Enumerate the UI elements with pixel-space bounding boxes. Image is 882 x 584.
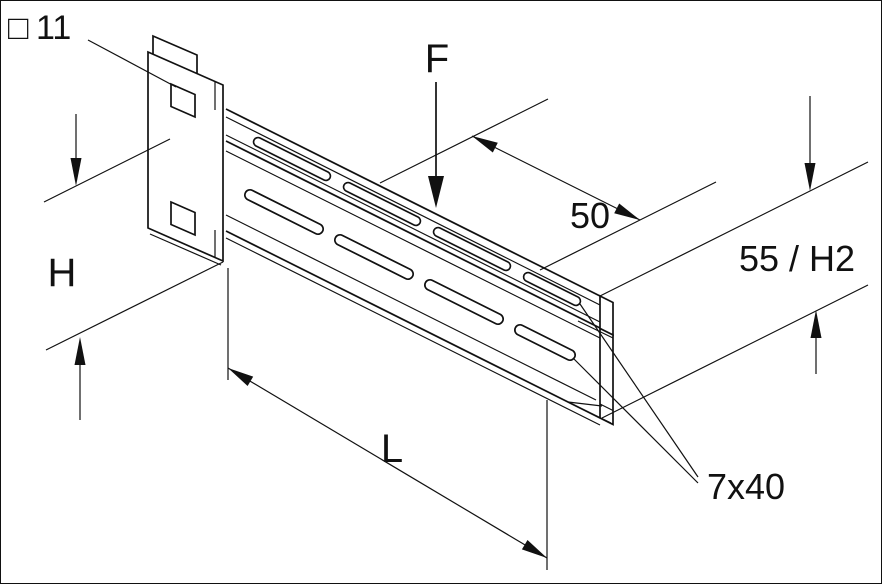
wall-plate bbox=[147, 34, 224, 266]
dim-50-arrowhead-left-icon bbox=[472, 136, 498, 153]
dim-h-extension-line-top bbox=[43, 138, 171, 203]
arm-top-front-edge bbox=[225, 140, 601, 329]
dim-50-extension-line-left bbox=[379, 98, 549, 184]
end-far-lip-edge bbox=[577, 320, 614, 339]
slot-inner bbox=[254, 138, 330, 180]
slot-inner bbox=[245, 190, 323, 234]
wall-plate-face bbox=[147, 50, 224, 263]
mounting-hole-lower bbox=[170, 200, 196, 237]
arm-bottom-edge bbox=[225, 230, 601, 419]
slot-size-callout: 7x40 bbox=[573, 303, 785, 507]
slot-leader-line-top bbox=[579, 303, 699, 478]
square-hole-callout: □ 11 bbox=[8, 9, 177, 88]
force-label: F bbox=[425, 37, 449, 81]
dim-l-line bbox=[227, 367, 548, 559]
square-symbol: □ bbox=[8, 9, 29, 47]
top-face-slots bbox=[252, 136, 582, 307]
arm-top-back-edge bbox=[225, 108, 601, 297]
plate-thickness-line bbox=[149, 233, 222, 266]
slot-inner bbox=[425, 280, 503, 324]
square-hole-leader-line bbox=[87, 39, 177, 88]
dimension-length: L bbox=[227, 268, 548, 570]
dim-55-extension-line-bottom bbox=[601, 284, 869, 419]
dim-l-arrowhead-left-icon bbox=[228, 368, 254, 386]
arm-top-front-inner-line bbox=[225, 134, 601, 323]
slot-leader-line-bottom bbox=[573, 358, 699, 484]
dim-h-arrowhead-bottom-icon bbox=[74, 337, 86, 365]
dim-50-extension-line-right bbox=[539, 181, 717, 271]
slot-size-label: 7x40 bbox=[707, 466, 785, 507]
dim-55-arrowhead-top-icon bbox=[804, 163, 816, 191]
wall-plate-tab bbox=[152, 34, 198, 74]
arm-side-bend-line bbox=[225, 150, 601, 339]
dim-55-extension-line-top bbox=[599, 161, 869, 297]
slot-inner bbox=[335, 235, 413, 279]
dim-55-arrowhead-bottom-icon bbox=[810, 310, 822, 338]
dimension-bracket-height: H bbox=[43, 114, 224, 420]
dim-l-arrowhead-right-icon bbox=[521, 540, 547, 558]
cantilever-arm bbox=[225, 108, 614, 426]
force-arrowhead-icon bbox=[428, 176, 444, 208]
slot-inner bbox=[344, 183, 420, 225]
mounting-hole-upper bbox=[170, 82, 196, 119]
arm-bottom-thickness-line bbox=[225, 237, 601, 426]
end-lip-inner-edge bbox=[567, 401, 603, 407]
square-hole-size-label: 11 bbox=[36, 9, 71, 47]
arm-lower-bend-line bbox=[225, 214, 597, 401]
dim-55-h2-label: 55 / H2 bbox=[739, 238, 855, 279]
dim-l-label: L bbox=[381, 427, 403, 471]
side-face-slots bbox=[244, 189, 576, 361]
end-cap-flange bbox=[599, 327, 614, 426]
dim-h-extension-line-bottom bbox=[45, 261, 224, 351]
dim-h-label: H bbox=[48, 251, 77, 295]
slot-inner bbox=[434, 228, 510, 270]
dim-50-line bbox=[471, 135, 641, 221]
arm-top-inner-line bbox=[225, 116, 601, 306]
dimension-50: 50 bbox=[379, 98, 717, 271]
end-lip-edge bbox=[567, 401, 612, 424]
arm-end-section bbox=[567, 294, 614, 426]
dim-50-arrowhead-right-icon bbox=[614, 203, 640, 220]
slot-inner bbox=[515, 325, 575, 360]
end-lip-line bbox=[599, 403, 614, 412]
dim-50-label: 50 bbox=[570, 195, 610, 236]
dimension-profile-height: 55 / H2 bbox=[599, 96, 869, 419]
force-arrow: F bbox=[425, 37, 449, 208]
dim-h-arrowhead-top-icon bbox=[70, 158, 82, 186]
slot-inner bbox=[524, 273, 580, 305]
